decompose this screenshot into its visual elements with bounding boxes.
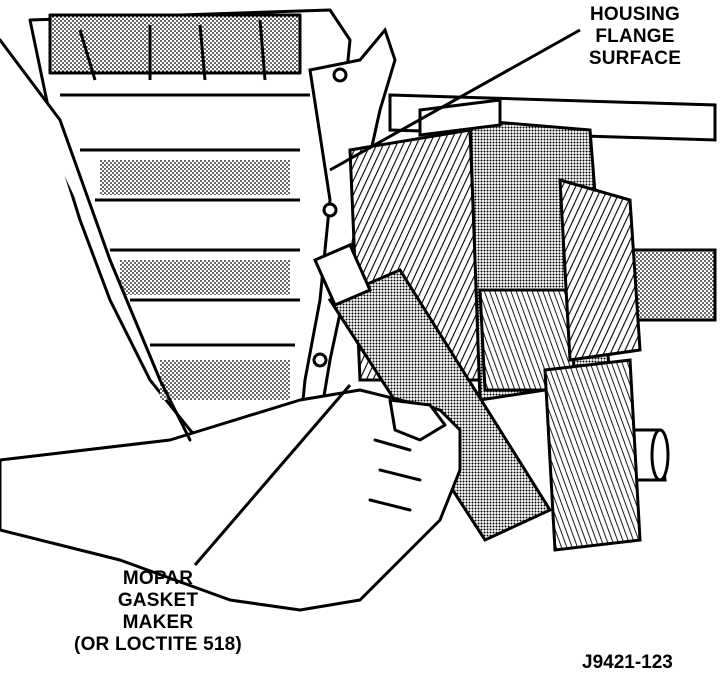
- gasket-maker-label-line-1: MOPAR: [122, 568, 194, 589]
- housing-flange-label-line-1: HOUSING: [589, 4, 681, 25]
- housing-flange-label: HOUSING FLANGE SURFACE: [560, 4, 710, 70]
- gasket-maker-label-line-4: (OR LOCTITE 518): [74, 634, 242, 655]
- housing-flange-label-line-3: SURFACE: [588, 48, 682, 69]
- gasket-maker-label-line-3: MAKER: [122, 612, 194, 633]
- housing-flange-leader: [329, 28, 581, 172]
- figure-id: J9421-123: [582, 652, 673, 673]
- gasket-maker-label: MOPAR GASKET MAKER (OR LOCTITE 518): [58, 568, 258, 656]
- housing-flange: [298, 26, 397, 433]
- gasket-maker-label-line-2: GASKET: [117, 590, 199, 611]
- gasket-maker-leader: [193, 384, 352, 566]
- transmission-case: [28, 8, 352, 472]
- housing-flange-label-line-2: FLANGE: [595, 26, 675, 47]
- hand: [0, 38, 462, 612]
